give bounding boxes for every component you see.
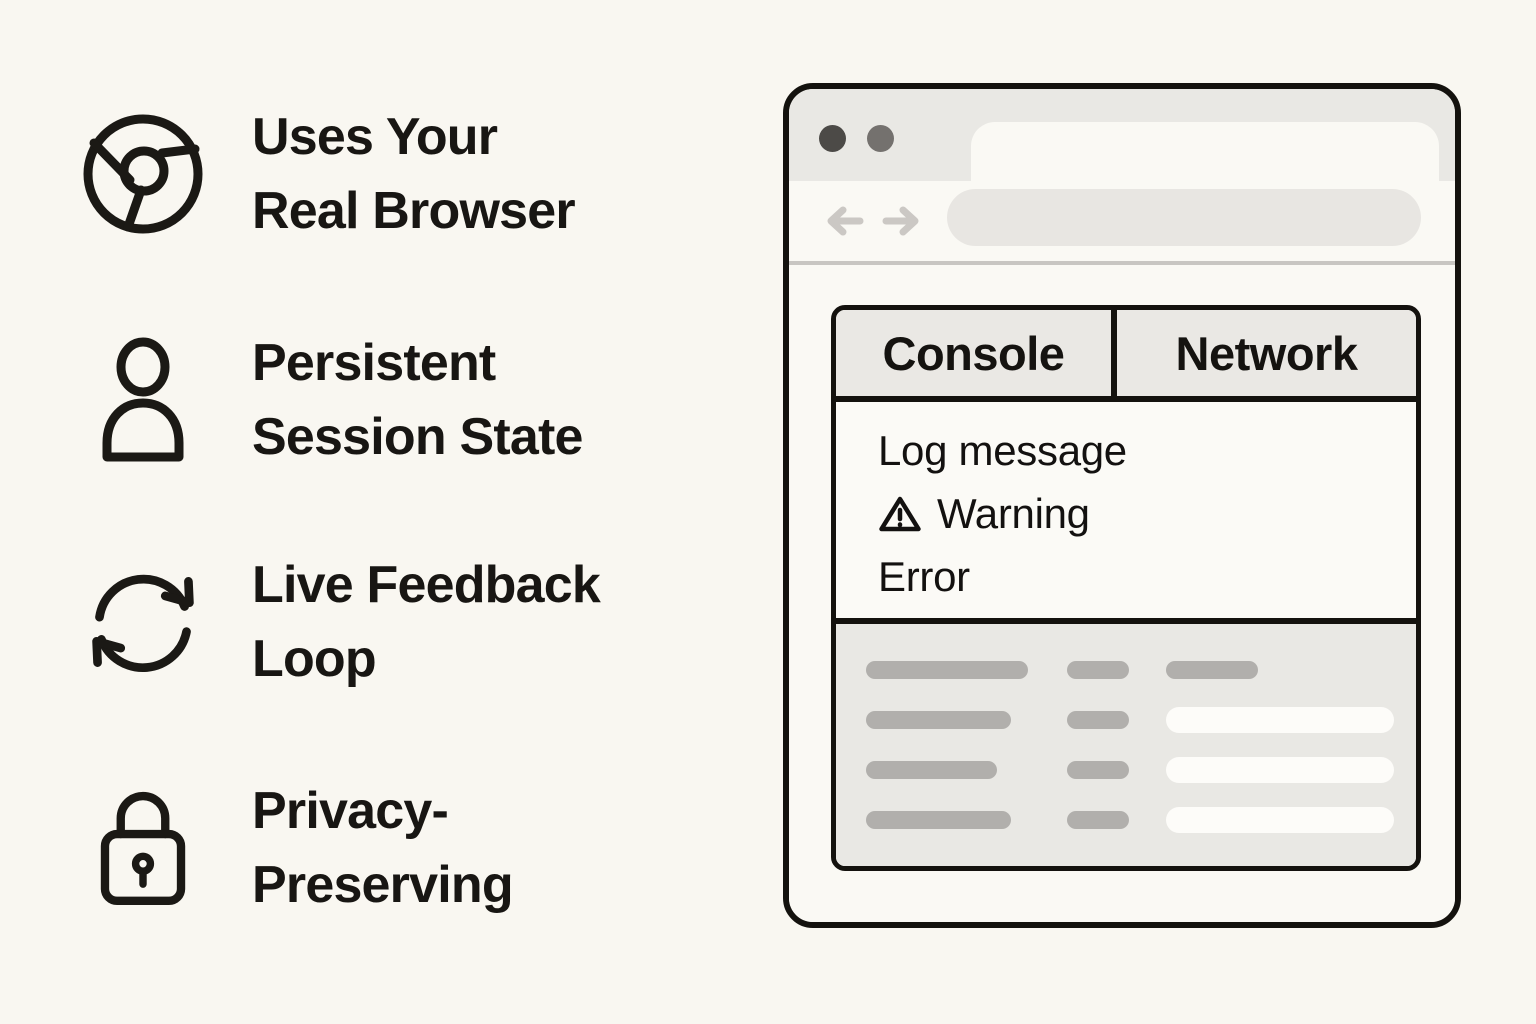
progress-bar bbox=[1166, 707, 1394, 733]
console-log-line: Log message bbox=[878, 427, 1127, 474]
network-row bbox=[866, 745, 1416, 795]
browser-viewport: Console Network Log message bbox=[789, 265, 1455, 922]
browser-navbar bbox=[789, 181, 1455, 265]
network-row bbox=[866, 795, 1416, 845]
console-error-line: Error bbox=[878, 553, 970, 600]
devtools-tabbar: Console Network bbox=[836, 310, 1416, 402]
window-control-dot[interactable] bbox=[867, 125, 894, 152]
browser-window: Console Network Log message bbox=[783, 83, 1461, 928]
progress-bar bbox=[1166, 807, 1394, 833]
lock-icon bbox=[82, 787, 204, 909]
browser-titlebar bbox=[789, 89, 1455, 184]
skeleton-bar bbox=[866, 811, 1011, 829]
feature-label: Persistent Session State bbox=[252, 334, 583, 466]
skeleton-bar bbox=[1166, 661, 1258, 679]
network-row bbox=[866, 695, 1416, 745]
feature-label: Privacy- Preserving bbox=[252, 782, 514, 914]
back-icon[interactable] bbox=[825, 203, 865, 239]
window-control-dot[interactable] bbox=[819, 125, 846, 152]
devtools-panel: Console Network Log message bbox=[831, 305, 1421, 871]
feature-item-feedback-loop: Live Feedback Loop bbox=[82, 548, 601, 696]
person-icon bbox=[82, 337, 204, 463]
url-bar[interactable] bbox=[947, 189, 1421, 246]
warning-icon bbox=[879, 496, 921, 532]
network-row bbox=[866, 645, 1416, 695]
console-warning-line: Warning bbox=[878, 491, 1416, 537]
feature-label: Uses Your Real Browser bbox=[252, 108, 576, 240]
skeleton-bar bbox=[1067, 711, 1129, 729]
skeleton-bar bbox=[866, 661, 1028, 679]
feature-item-real-browser: Uses Your Real Browser bbox=[82, 100, 576, 248]
refresh-loop-icon bbox=[82, 564, 204, 680]
browser-tab[interactable] bbox=[971, 122, 1439, 184]
skeleton-bar bbox=[1067, 661, 1129, 679]
tab-network[interactable]: Network bbox=[1117, 310, 1416, 396]
skeleton-bar bbox=[866, 761, 997, 779]
progress-bar bbox=[1166, 757, 1394, 783]
console-panel: Log message Warning Error bbox=[836, 402, 1416, 618]
skeleton-bar bbox=[1067, 811, 1129, 829]
skeleton-bar bbox=[866, 711, 1011, 729]
tab-console[interactable]: Console bbox=[836, 310, 1117, 396]
feature-label: Live Feedback Loop bbox=[252, 556, 601, 688]
skeleton-bar bbox=[1067, 761, 1129, 779]
network-panel bbox=[836, 618, 1416, 866]
feature-item-session-state: Persistent Session State bbox=[82, 326, 583, 474]
forward-icon[interactable] bbox=[881, 203, 921, 239]
chrome-browser-icon bbox=[82, 114, 204, 234]
feature-item-privacy: Privacy- Preserving bbox=[82, 774, 514, 922]
